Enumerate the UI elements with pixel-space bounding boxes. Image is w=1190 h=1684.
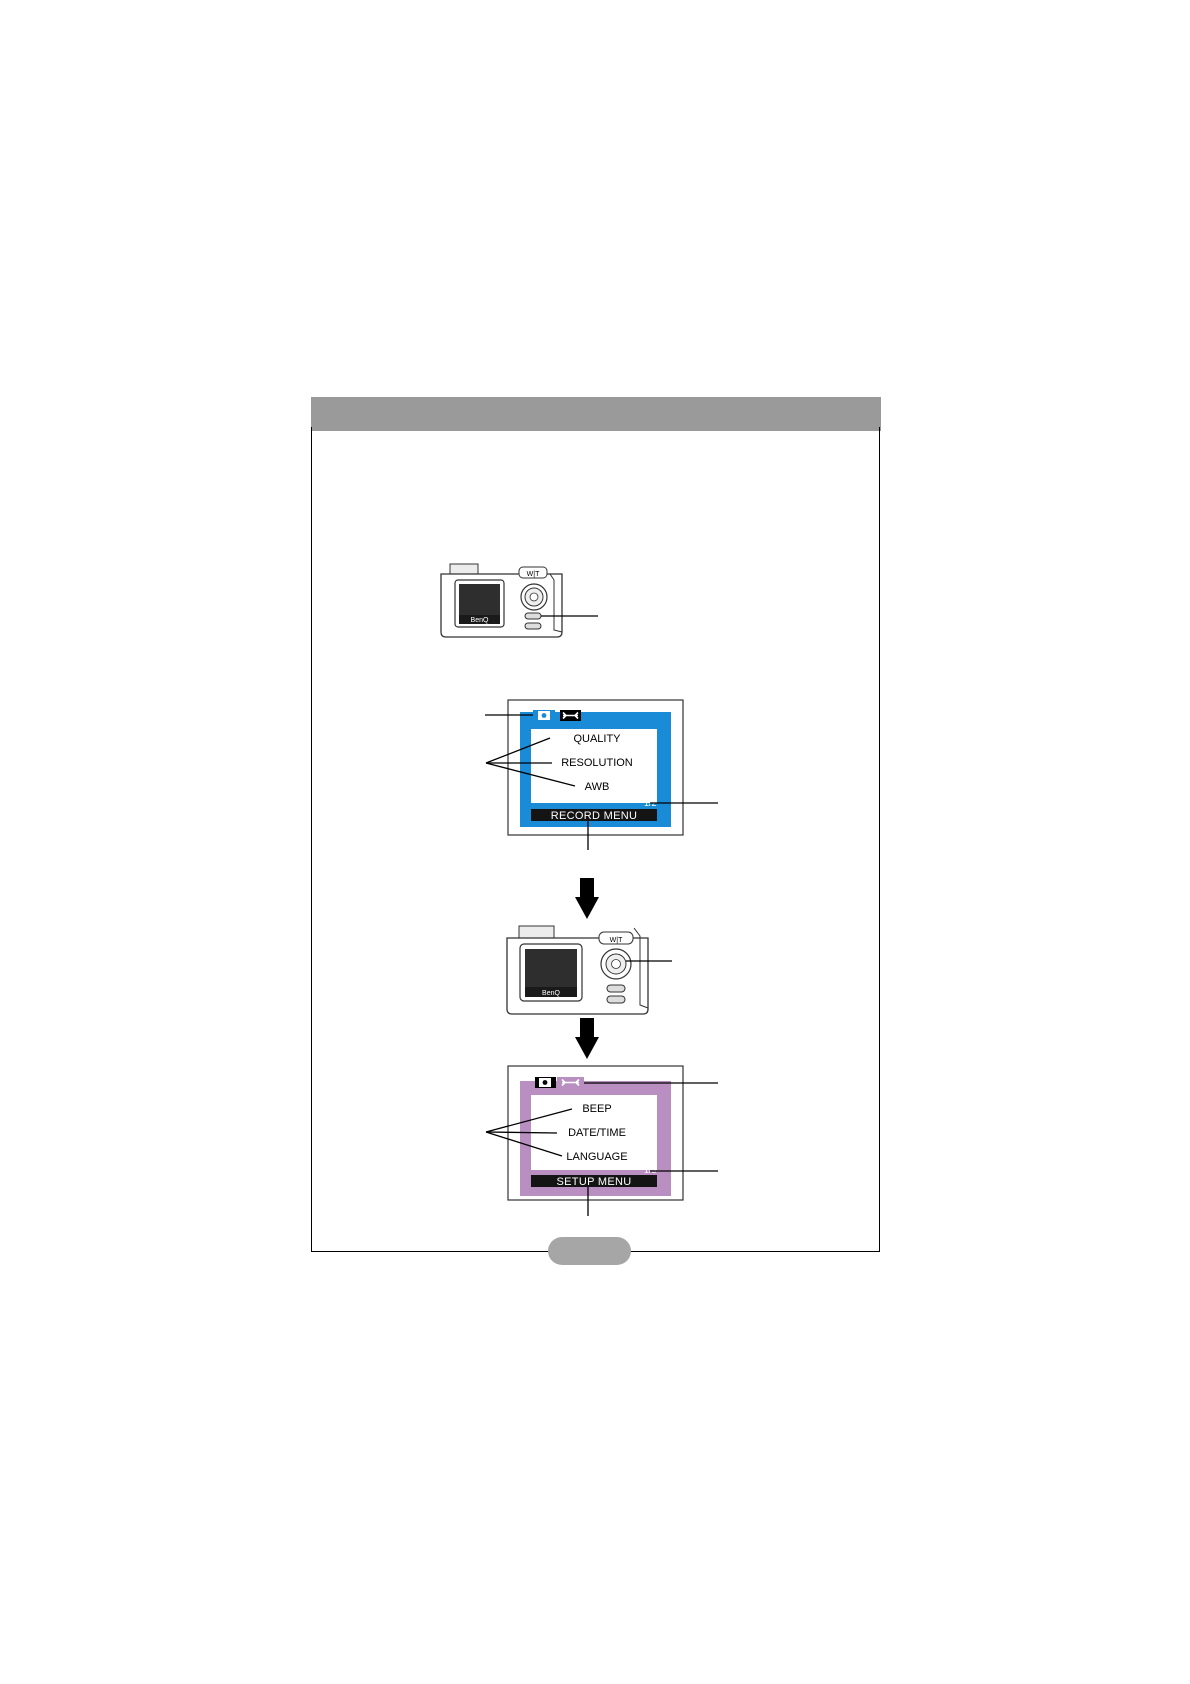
- record-menu-screen: QUALITY RESOLUTION AWB 1/2 RECORD MENU: [507, 699, 684, 836]
- camera-icon: [538, 711, 550, 720]
- down-arrow-icon: [575, 878, 599, 919]
- setup-menu-title: SETUP MENU: [557, 1176, 632, 1188]
- camera-icon: [539, 1078, 551, 1087]
- down-arrow-icon: [575, 1018, 599, 1059]
- record-menu-item-quality[interactable]: QUALITY: [573, 733, 621, 745]
- camera-brand-2: BenQ: [542, 990, 560, 997]
- setup-menu-page-indicator: 1/3: [644, 1165, 657, 1175]
- wrench-icon: [562, 711, 579, 720]
- record-menu-item-resolution[interactable]: RESOLUTION: [561, 757, 633, 769]
- record-menu-item-awb[interactable]: AWB: [585, 781, 610, 793]
- wrench-icon: [561, 1078, 580, 1087]
- section-header-bar: [311, 397, 881, 431]
- setup-menu-callouts: [485, 1082, 718, 1216]
- record-menu-callouts: [485, 714, 718, 850]
- camera-back-illustration-2: BenQ W|T: [506, 925, 672, 1015]
- zoom-button-label-2: W|T: [610, 937, 623, 944]
- setup-menu-item-datetime[interactable]: DATE/TIME: [568, 1127, 626, 1139]
- zoom-button-label-1: W|T: [527, 571, 540, 578]
- record-menu-title: RECORD MENU: [551, 810, 637, 822]
- setup-menu-item-language[interactable]: LANGUAGE: [566, 1151, 627, 1163]
- camera-brand-1: BenQ: [471, 617, 489, 624]
- camera-back-illustration-1: BenQ W|T: [440, 563, 598, 638]
- page-number-tab: [548, 1237, 631, 1265]
- setup-menu-item-beep[interactable]: BEEP: [582, 1103, 611, 1115]
